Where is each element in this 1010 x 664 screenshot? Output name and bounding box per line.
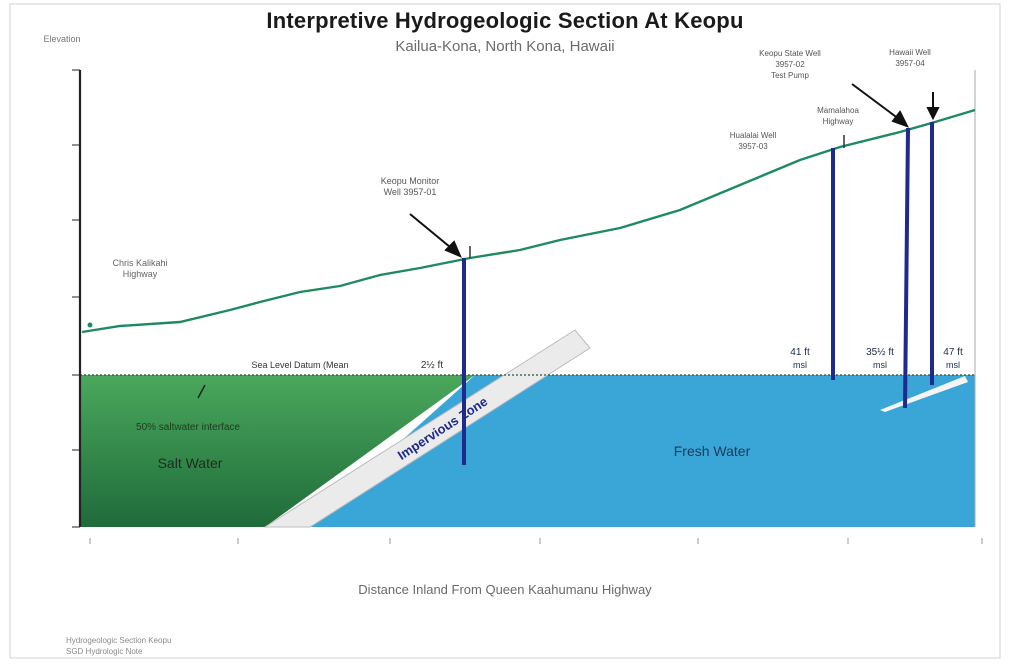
depth-3-unit: msl [946, 360, 960, 370]
keopu-monitor-label-2: Well 3957-01 [384, 187, 437, 197]
keopu-monitor-label-1: Keopu Monitor [381, 176, 440, 186]
sea-level-label: Sea Level Datum (Mean [251, 360, 348, 370]
depth-2-unit: msl [873, 360, 887, 370]
well-keopu-state [903, 127, 910, 409]
mamalahoa-label-1: Mamalahoa [817, 106, 859, 115]
depth-1-value: 41 ft [790, 347, 810, 358]
ground-surface-line [81, 108, 976, 334]
y-axis-label: Elevation [43, 34, 80, 44]
left-note-2: Highway [123, 269, 158, 279]
figure-title: Interpretive Hydrogeologic Section At Ke… [266, 8, 744, 33]
keopu-depth-label: 2½ ft [421, 360, 443, 371]
figure-subtitle: Kailua-Kona, North Kona, Hawaii [395, 38, 615, 55]
fresh-water-label: Fresh Water [674, 443, 751, 459]
hawaii-well-label-1: Hawaii Well [889, 48, 931, 57]
depth-3-value: 47 ft [943, 347, 963, 358]
border [9, 3, 1001, 659]
state-well-label-3: Test Pump [771, 71, 809, 80]
x-axis-label: Distance Inland From Queen Kaahumanu Hig… [358, 582, 652, 597]
state-well-label-2: 3957-02 [775, 60, 805, 69]
footer-note-1: Hydrogeologic Section Keopu [66, 636, 172, 645]
state-well-label-1: Keopu State Well [759, 49, 821, 58]
hualalai-label-1: Hualalai Well [730, 131, 777, 140]
impervious-zone [263, 329, 591, 528]
salt-water-region [80, 375, 475, 527]
interface-wedge [880, 376, 968, 412]
interface-label: 50% saltwater interface [136, 422, 240, 433]
depth-2-value: 35½ ft [866, 347, 894, 358]
depth-1-unit: msl [793, 360, 807, 370]
hualalai-label-2: 3957-03 [738, 142, 768, 151]
salt-water-label: Salt Water [158, 455, 223, 471]
footer-note-2: SGD Hydrologic Note [66, 647, 143, 656]
hawaii-well-label-2: 3957-04 [895, 59, 925, 68]
left-marker [87, 322, 93, 328]
left-note-1: Chris Kalikahi [112, 258, 167, 268]
mamalahoa-label-2: Highway [823, 117, 854, 126]
